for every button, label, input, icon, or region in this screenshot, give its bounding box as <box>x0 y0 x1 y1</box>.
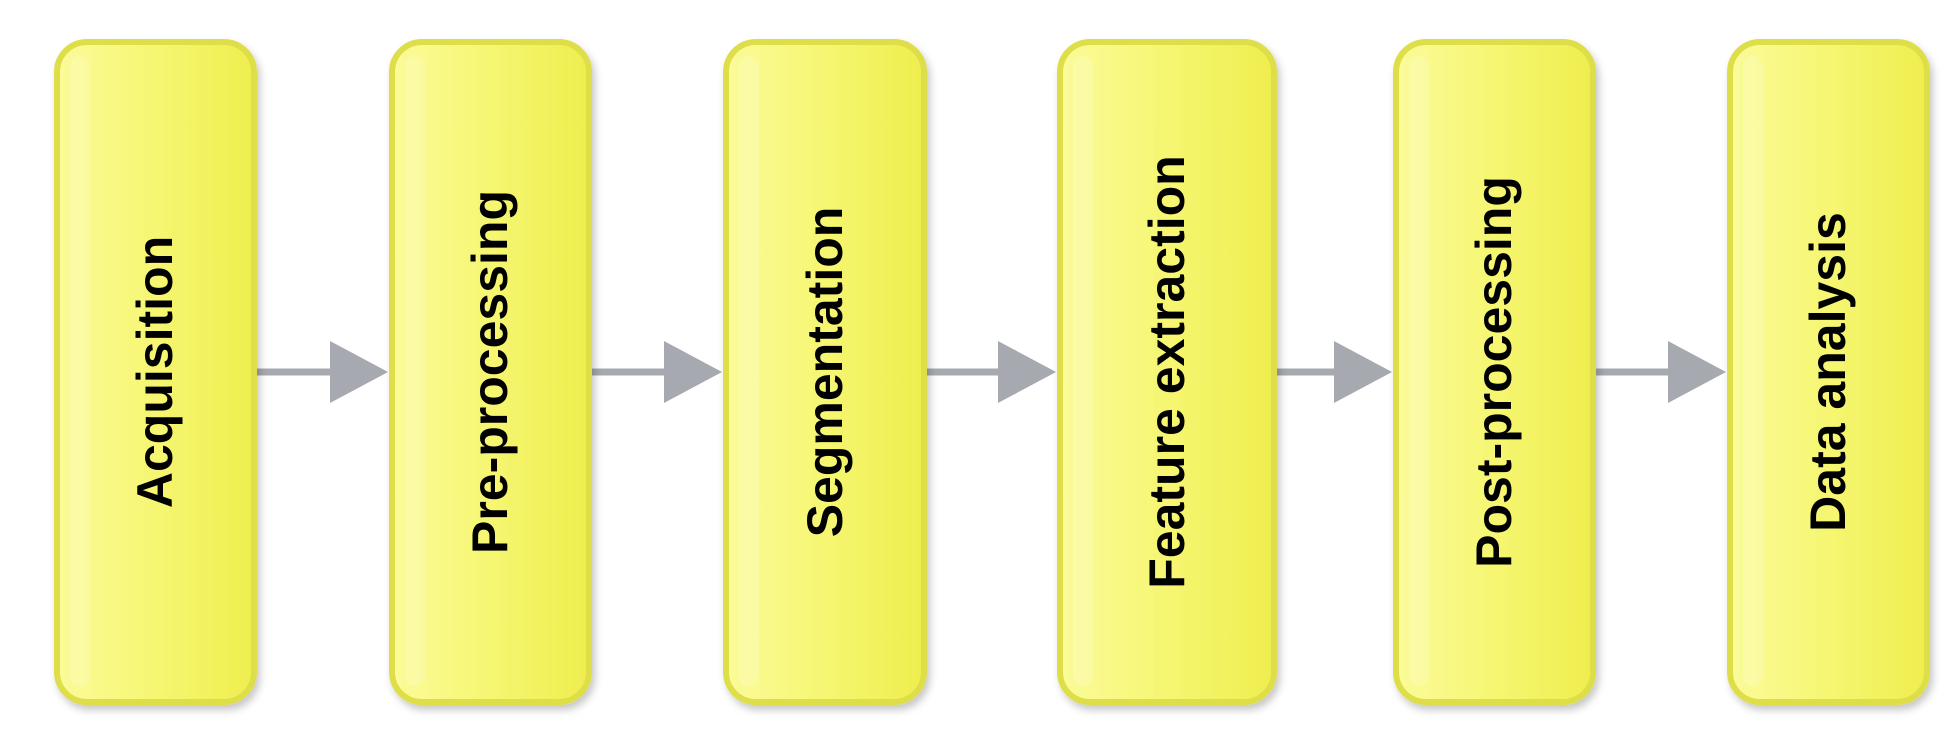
connector-2 <box>590 341 722 403</box>
arrowhead-icon <box>1334 341 1392 403</box>
arrowhead-icon <box>664 341 722 403</box>
stage-feature-extraction: Feature extraction <box>1057 39 1277 705</box>
stage-label: Segmentation <box>797 207 853 538</box>
stage-post-processing: Post-processing <box>1393 39 1596 705</box>
stage-acquisition: Acquisition <box>54 39 257 705</box>
stage-data-analysis: Data analysis <box>1727 39 1930 705</box>
connector-3 <box>925 341 1056 403</box>
stage-pre-processing: Pre-processing <box>389 39 592 705</box>
connector-1 <box>255 341 388 403</box>
stage-label: Feature extraction <box>1139 155 1195 588</box>
connector-4 <box>1275 341 1392 403</box>
stage-label: Data analysis <box>1800 212 1856 532</box>
arrowhead-icon <box>998 341 1056 403</box>
arrowhead-icon <box>330 341 388 403</box>
stage-label: Acquisition <box>127 236 183 508</box>
arrowhead-icon <box>1668 341 1726 403</box>
stage-label: Pre-processing <box>462 190 518 554</box>
stage-label: Post-processing <box>1466 176 1522 568</box>
stage-segmentation: Segmentation <box>723 39 927 705</box>
connector-5 <box>1594 341 1726 403</box>
